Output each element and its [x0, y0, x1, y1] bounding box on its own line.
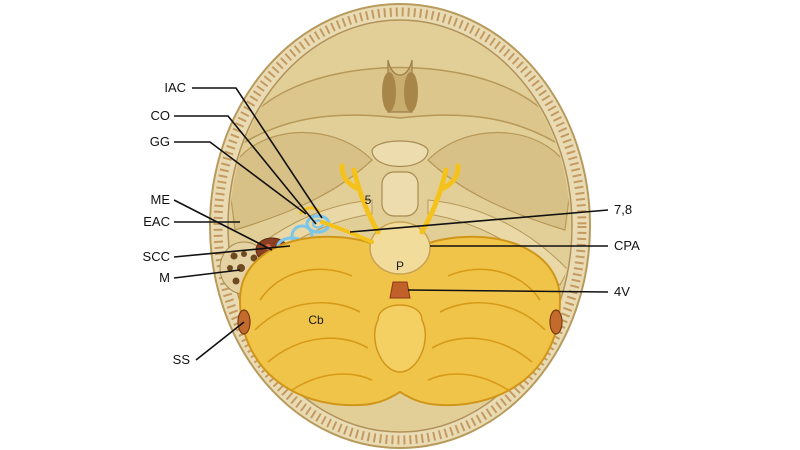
geniculate-ganglion: [298, 206, 322, 215]
leader-ss: [195, 321, 245, 361]
label-pons: P: [396, 259, 404, 273]
air-cell: [250, 254, 258, 262]
leader-scc: [173, 245, 291, 258]
label-cerebellum: Cb: [308, 313, 324, 327]
label-iac: IAC: [164, 80, 186, 95]
cerebellar-folia-right: [427, 268, 546, 391]
leader-co: [174, 115, 317, 225]
air-cell: [230, 252, 238, 260]
frontal-crest: [382, 59, 418, 113]
pons: [369, 221, 431, 275]
middle-fossa-right: [427, 131, 570, 231]
brainstem: [369, 221, 431, 299]
label-me: ME: [151, 192, 171, 207]
label-scc: SCC: [143, 249, 170, 264]
label-4v: 4V: [614, 284, 630, 299]
label-cpa: CPA: [614, 238, 640, 253]
label-m: M: [159, 270, 170, 285]
olfactory-groove-right: [404, 72, 418, 112]
diagram-labels: IAC CO GG ME EAC SCC M SS 7,8 CPA 4V 5 P…: [143, 80, 641, 367]
vermis: [373, 304, 427, 373]
trigeminal-nerve-right: [419, 163, 461, 235]
sigmoid-sinus-right: [549, 309, 563, 335]
leader-me: [173, 199, 273, 251]
air-cell: [241, 251, 247, 257]
leader-lines: [173, 87, 609, 361]
fourth-ventricle: [389, 281, 411, 299]
leader-m: [173, 269, 241, 279]
label-trigeminal: 5: [365, 193, 372, 207]
label-7-8: 7,8: [614, 202, 632, 217]
label-ss: SS: [173, 352, 191, 367]
dorsum-sellae: [371, 140, 429, 168]
cerebellum: [238, 235, 562, 407]
label-co: CO: [151, 108, 171, 123]
cranial-nerves: [320, 163, 461, 244]
air-cell: [232, 277, 240, 285]
label-eac: EAC: [143, 214, 170, 229]
middle-fossa-left: [230, 131, 373, 231]
clivus: [381, 171, 419, 217]
leader-iac: [192, 87, 323, 219]
leader-4v: [407, 289, 609, 293]
skull-diploe: [213, 7, 587, 445]
sella-region: [371, 140, 429, 217]
leader-7-8: [349, 209, 609, 233]
label-gg: GG: [150, 134, 170, 149]
air-cell: [227, 265, 233, 271]
olfactory-groove-left: [382, 72, 396, 112]
trigeminal-nerve-left: [339, 163, 381, 235]
cerebellar-folia-left: [254, 268, 373, 391]
facial-vestibulocochlear-nerve: [320, 220, 374, 244]
leader-gg: [174, 141, 307, 215]
